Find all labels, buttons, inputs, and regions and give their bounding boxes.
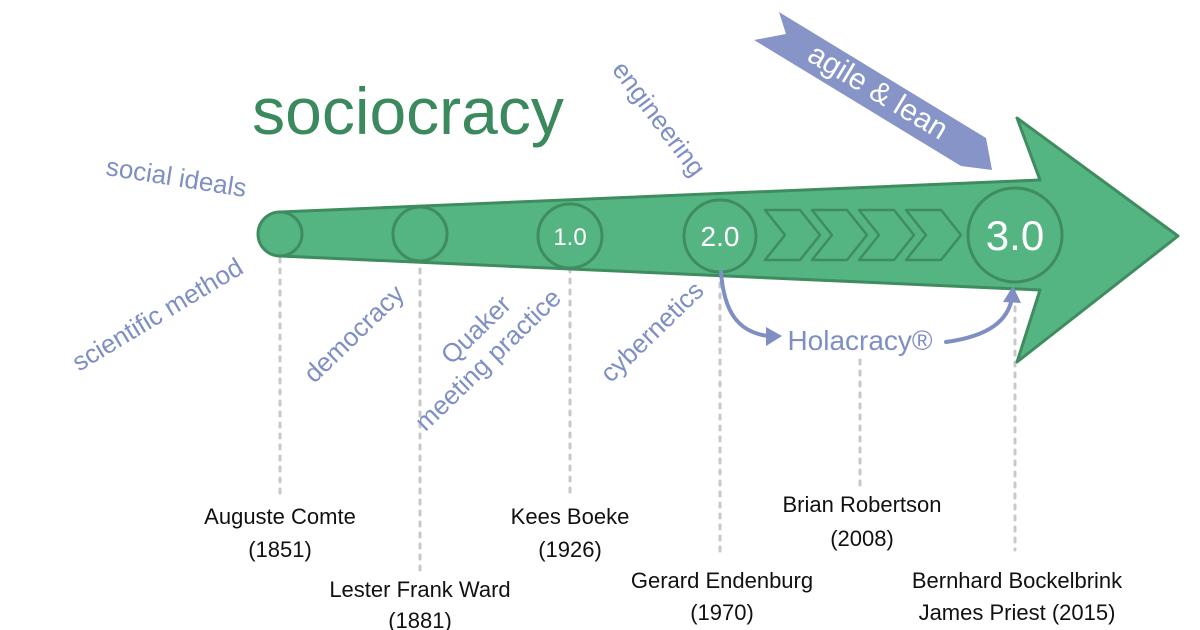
milestone-v1 <box>536 202 604 270</box>
version-1-label: 1.0 <box>553 224 586 251</box>
influence-social-ideals: social ideals <box>104 151 249 203</box>
person-endenburg-year: (1970) <box>690 600 754 625</box>
person-ward-year: (1881) <box>388 608 452 630</box>
influence-democracy: democracy <box>298 279 410 389</box>
person-comte-year: (1851) <box>248 537 312 562</box>
influence-cybernetics: cybernetics <box>594 275 709 388</box>
progress-chevrons <box>763 208 963 262</box>
influence-scientific-method: scientific method <box>67 252 248 377</box>
milestone-comte <box>256 210 304 258</box>
agile-lean-banner <box>754 12 992 170</box>
diagram-title: sociocracy <box>252 74 564 148</box>
agile-lean-label: agile & lean <box>802 37 953 146</box>
person-s3-line2: James Priest (2015) <box>919 600 1116 625</box>
version-3-label: 3.0 <box>986 212 1044 259</box>
person-s3-line1: Bernhard Bockelbrink <box>912 568 1123 593</box>
milestone-v3 <box>966 186 1064 284</box>
milestone-ward <box>391 205 449 263</box>
influence-engineering: engineering <box>606 55 712 182</box>
holacracy-merge-arrowhead <box>1003 286 1021 303</box>
person-comte-name: Auguste Comte <box>204 504 356 529</box>
timeline-guides <box>278 256 1017 572</box>
holacracy-merge-arrow <box>944 296 1014 344</box>
person-ward-name: Lester Frank Ward <box>329 577 510 602</box>
person-robertson-year: (2008) <box>830 526 894 551</box>
person-robertson-name: Brian Robertson <box>783 492 942 517</box>
person-endenburg-name: Gerard Endenburg <box>631 568 813 593</box>
person-boeke-year: (1926) <box>538 537 602 562</box>
version-2-label: 2.0 <box>701 221 740 252</box>
holacracy-branch-arrow <box>719 270 770 338</box>
holacracy-label: Holacracy® <box>787 325 932 356</box>
person-boeke-name: Kees Boeke <box>511 504 630 529</box>
holacracy-branch-arrowhead <box>766 327 782 346</box>
